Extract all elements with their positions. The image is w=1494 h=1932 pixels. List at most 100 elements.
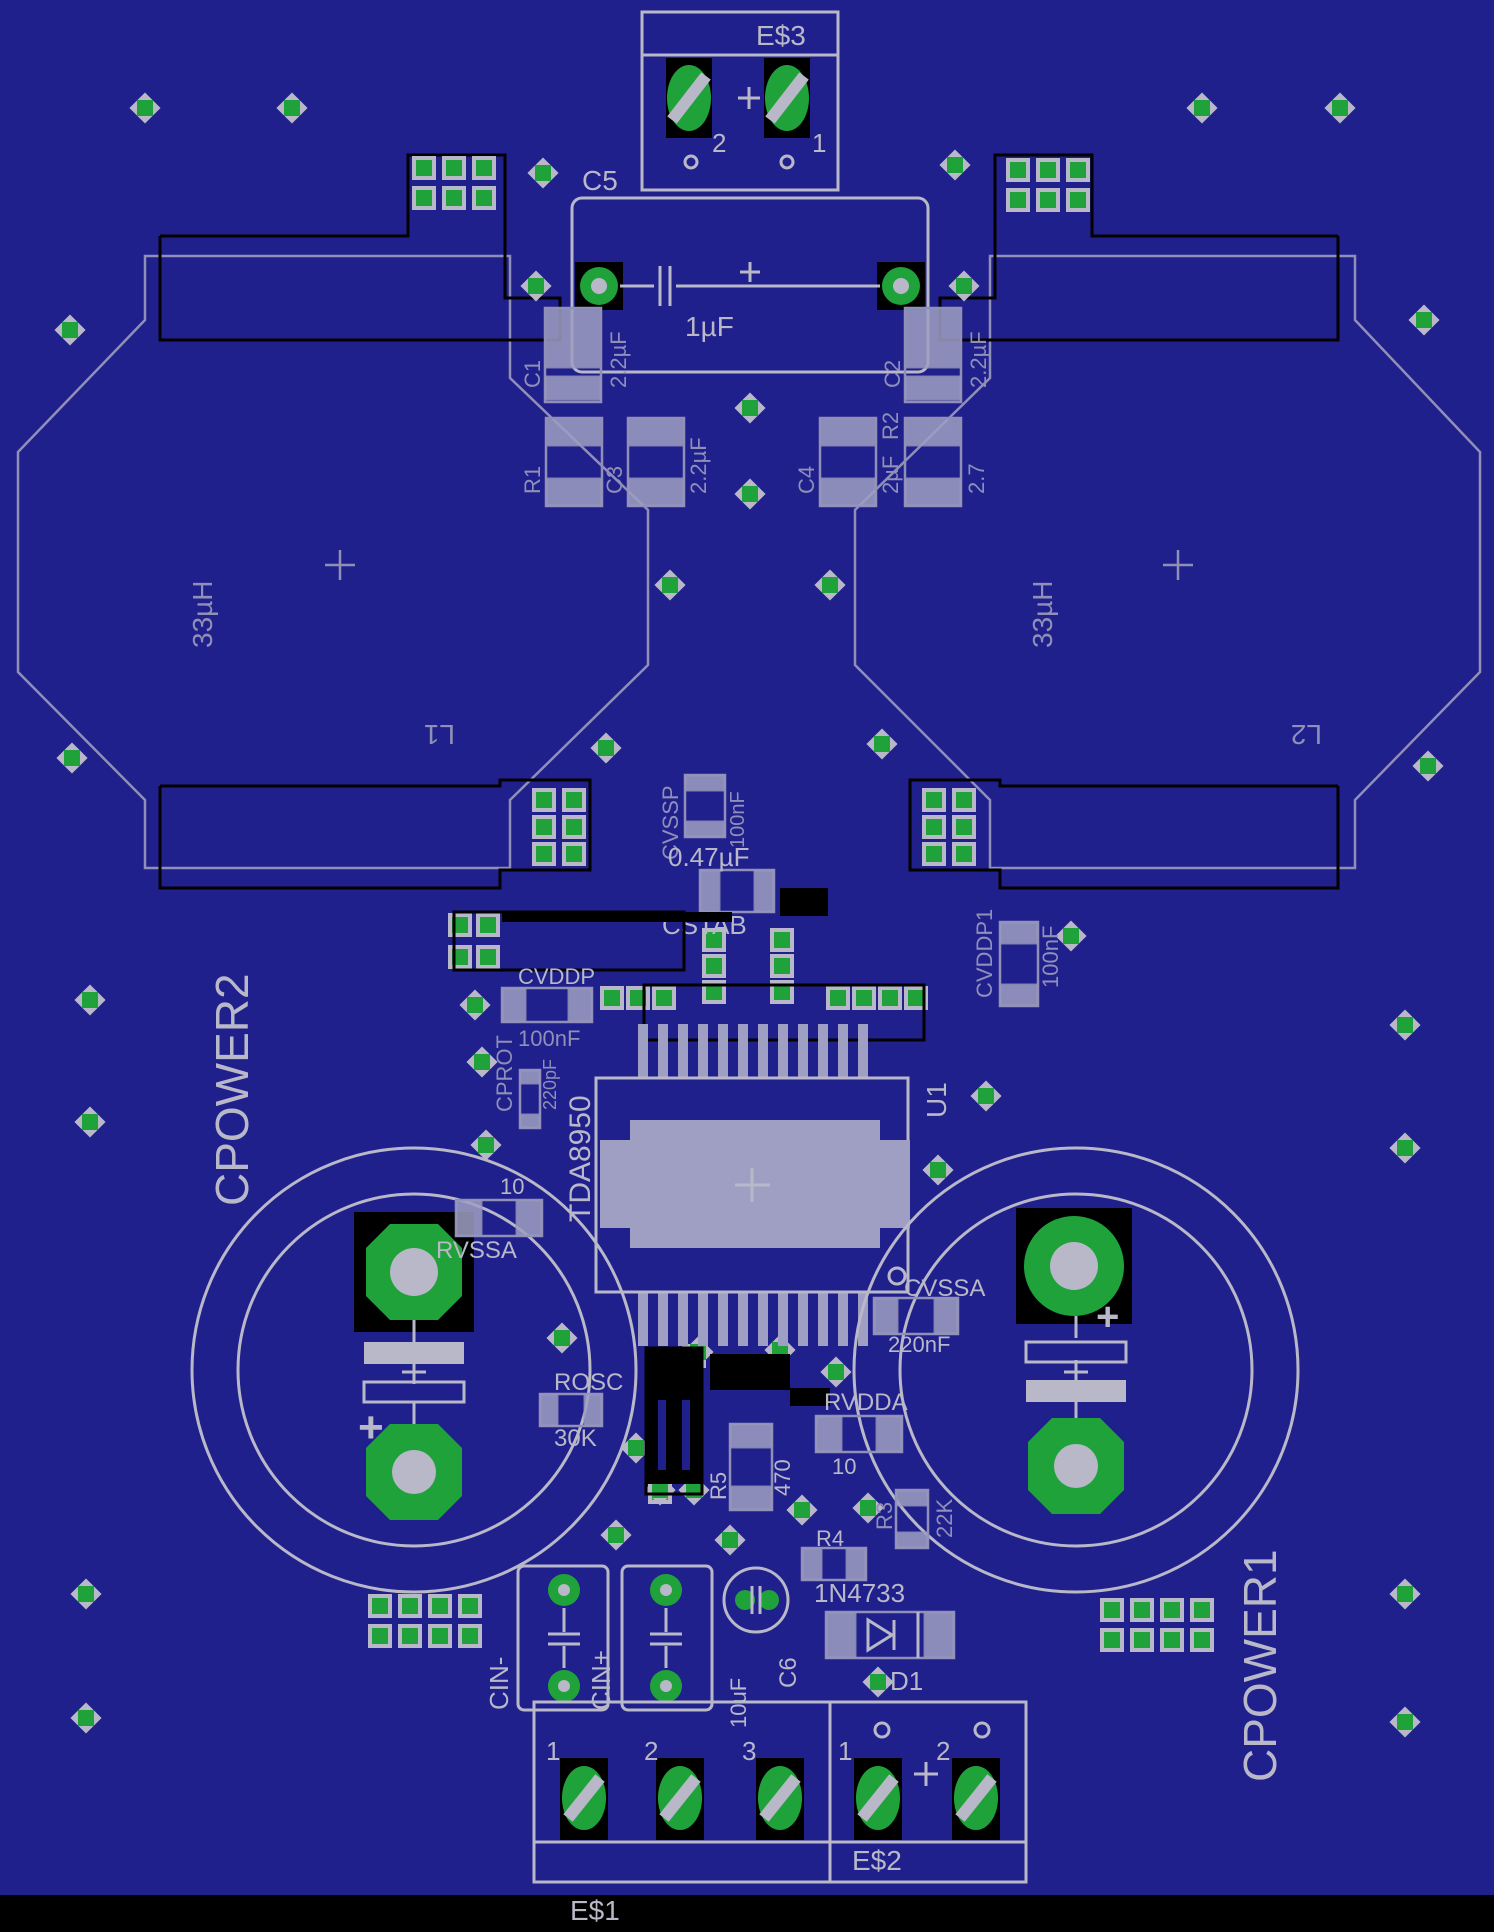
u1-label: U1	[921, 1082, 952, 1118]
grid-pad	[472, 186, 496, 210]
grid-pad	[770, 954, 794, 978]
grid-pad	[1190, 1598, 1214, 1622]
grid-pad	[1100, 1598, 1124, 1622]
terminal-es2[interactable]: 1 2 E$2	[828, 1700, 1028, 1884]
cvssa-label: CVSSA	[904, 1275, 985, 1302]
grid-pad	[1160, 1598, 1184, 1622]
grid-pad	[1190, 1628, 1214, 1652]
grid-pad	[562, 788, 586, 812]
via	[820, 1356, 852, 1388]
c5-label: C5	[582, 165, 618, 196]
grid-pad	[398, 1594, 422, 1618]
capacitor-c1[interactable]: C1 2.2µF	[520, 306, 631, 404]
grid-pad	[878, 986, 902, 1010]
ic-pin	[698, 1292, 708, 1346]
capacitor-cprot[interactable]: CPROT 220pF	[492, 1035, 560, 1130]
ic-pin	[698, 1024, 708, 1078]
grid-pad	[448, 945, 472, 969]
via	[866, 728, 898, 760]
es2-label: E$2	[852, 1845, 902, 1876]
grid-pad-clusters	[368, 156, 1214, 1652]
via	[54, 314, 86, 346]
resistor-r5[interactable]: R5 470	[706, 1422, 795, 1512]
grid-pad	[448, 913, 472, 937]
rvdda-label: RVDDA	[824, 1389, 908, 1416]
r4-label: R4	[816, 1526, 844, 1551]
d1-label: D1	[890, 1666, 923, 1696]
ic-pin	[718, 1292, 728, 1346]
c1-label: C1	[520, 360, 545, 388]
grid-pad	[1130, 1598, 1154, 1622]
capacitor-cpower1[interactable]: + CPOWER1	[852, 1146, 1300, 1782]
copper-block	[644, 1346, 830, 1496]
via	[56, 742, 88, 774]
via	[466, 1046, 498, 1078]
capacitor-cin-minus[interactable]: CIN-	[484, 1564, 610, 1712]
cprot-value: 220pF	[540, 1059, 560, 1110]
via	[1389, 1009, 1421, 1041]
grid-pad	[1036, 188, 1060, 212]
resistor-rvssa[interactable]: 10 RVSSA	[436, 1174, 544, 1264]
es1-pin1: 1	[546, 1736, 560, 1766]
via	[1389, 1132, 1421, 1164]
capacitor-cvddp1[interactable]: CVDDP1 100nF	[972, 909, 1063, 1008]
ic-pin	[778, 1292, 788, 1346]
es3-pin1: 1	[812, 128, 826, 158]
via	[1412, 750, 1444, 782]
capacitor-c3[interactable]: C3 2.2µF	[602, 416, 711, 508]
ic-pin	[818, 1292, 828, 1346]
es1-pin2: 2	[644, 1736, 658, 1766]
es1-pin3: 3	[742, 1736, 756, 1766]
grid-pad	[826, 986, 850, 1010]
cvddp1-label: CVDDP1	[972, 909, 997, 998]
rosc-value: 30K	[554, 1425, 597, 1452]
grid-pad	[476, 913, 500, 937]
c3-value: 2.2µF	[686, 437, 711, 494]
resistor-r2[interactable]: R2 2.7	[878, 412, 989, 508]
via	[1389, 1706, 1421, 1738]
resistor-r3[interactable]: R3 22K	[872, 1488, 957, 1550]
capacitor-cvssa[interactable]: CVSSA 220nF	[872, 1275, 985, 1357]
diode-d1[interactable]: 1N4733 D1	[814, 1578, 956, 1696]
capacitor-cvddp[interactable]: CVDDP 100nF	[500, 964, 595, 1051]
r1-label: R1	[520, 466, 545, 494]
grid-pad	[922, 815, 946, 839]
capacitor-cvssp[interactable]: CVSSP 100nF	[658, 773, 749, 860]
resistor-r1[interactable]: R1	[520, 416, 604, 508]
grid-pad	[458, 1624, 482, 1648]
grid-pad	[1066, 188, 1090, 212]
cvssp-label: CVSSP	[658, 785, 683, 860]
ic-u1-tda8950[interactable]: TDA8950 U1	[564, 1024, 952, 1346]
ic-pin	[798, 1292, 808, 1346]
ic-pin	[838, 1292, 848, 1346]
r5-value: 470	[770, 1459, 795, 1496]
resistor-rosc[interactable]: ROSC 30K	[538, 1369, 623, 1452]
capacitor-cpower2[interactable]: + CPOWER2	[190, 973, 638, 1594]
via	[620, 1432, 652, 1464]
cprot-label: CPROT	[492, 1035, 517, 1112]
capacitor-c5[interactable]: C5 1µF	[570, 165, 930, 374]
capacitor-c2[interactable]: C2 2.2µF	[880, 306, 991, 404]
r2-label: R2	[878, 412, 903, 440]
via	[862, 1666, 894, 1698]
ic-pin	[838, 1024, 848, 1078]
cvssp-value: 100nF	[727, 791, 749, 848]
capacitor-cin-plus[interactable]: CIN+	[586, 1564, 714, 1712]
via	[74, 984, 106, 1016]
resistor-rvdda[interactable]: RVDDA 10	[814, 1389, 908, 1479]
grid-pad	[702, 928, 726, 952]
terminal-es3[interactable]: E$3 2 1	[640, 10, 840, 192]
terminal-es1[interactable]: 1 2 3 E$1	[532, 1700, 832, 1926]
ic-pin	[758, 1024, 768, 1078]
d1-part: 1N4733	[814, 1578, 905, 1608]
via	[939, 149, 971, 181]
ic-pin	[758, 1292, 768, 1346]
inductor-l2[interactable]: 33µH L2	[853, 254, 1482, 870]
resistor-r4[interactable]: R4	[800, 1526, 868, 1582]
grid-pad	[428, 1594, 452, 1618]
es3-pin2: 2	[712, 128, 726, 158]
inductor-l1[interactable]: 33µH L1	[16, 254, 650, 870]
capacitor-c4[interactable]: C4 2µF	[794, 416, 903, 508]
ic-pin	[718, 1024, 728, 1078]
grid-pad	[476, 945, 500, 969]
